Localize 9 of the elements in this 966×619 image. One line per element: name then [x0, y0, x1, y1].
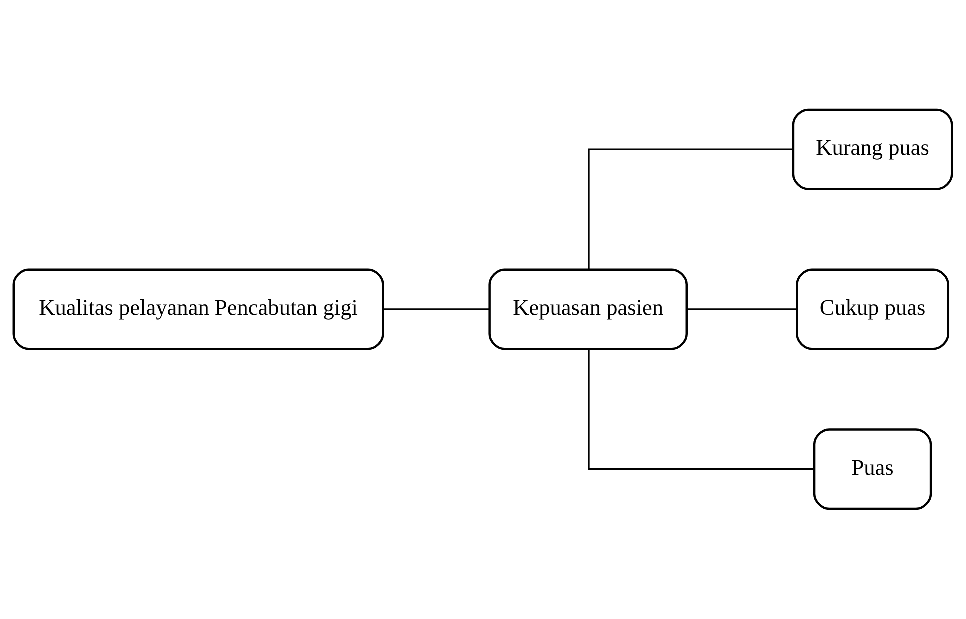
node-box: Cukup puas	[796, 268, 950, 350]
node-box: Kurang puas	[792, 108, 954, 190]
connector	[687, 308, 798, 310]
node-box: Puas	[813, 428, 932, 510]
connector	[588, 349, 814, 470]
node-box: Kepuasan pasien	[488, 268, 688, 350]
node-box: Kualitas pelayanan Pencabutan gigi	[12, 268, 384, 350]
connector	[384, 308, 490, 310]
connector	[588, 148, 794, 270]
